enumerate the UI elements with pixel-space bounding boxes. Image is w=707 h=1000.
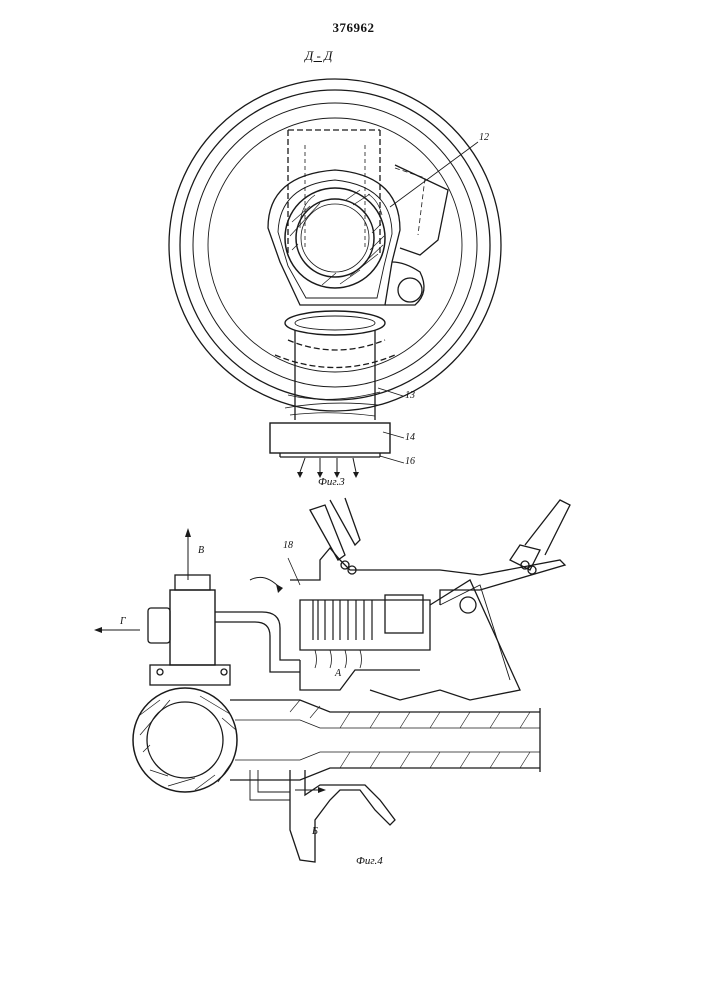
duct-13	[295, 330, 375, 420]
label-12: 12	[479, 132, 489, 143]
left-ring	[133, 688, 237, 792]
label-18: 18	[283, 540, 293, 551]
figure-4-caption: Фиг.4	[356, 855, 383, 867]
label-B: Б	[312, 826, 318, 837]
bracket	[395, 165, 448, 255]
motor	[170, 590, 215, 665]
lug-hole	[398, 278, 422, 302]
label-13: 13	[405, 390, 415, 401]
label-A: А	[335, 668, 341, 679]
wheel-outer-rim	[169, 79, 501, 411]
label-G: Г	[120, 616, 126, 627]
figure-4-drawing	[94, 498, 570, 862]
label-16: 16	[405, 456, 415, 467]
axle-tube	[285, 188, 385, 288]
box-14	[270, 423, 390, 453]
outlet-oval	[285, 311, 385, 335]
label-V: В	[198, 545, 204, 556]
figure-3-caption: Фиг.3	[318, 476, 345, 488]
brake-pack	[300, 600, 430, 650]
label-14: 14	[405, 432, 415, 443]
